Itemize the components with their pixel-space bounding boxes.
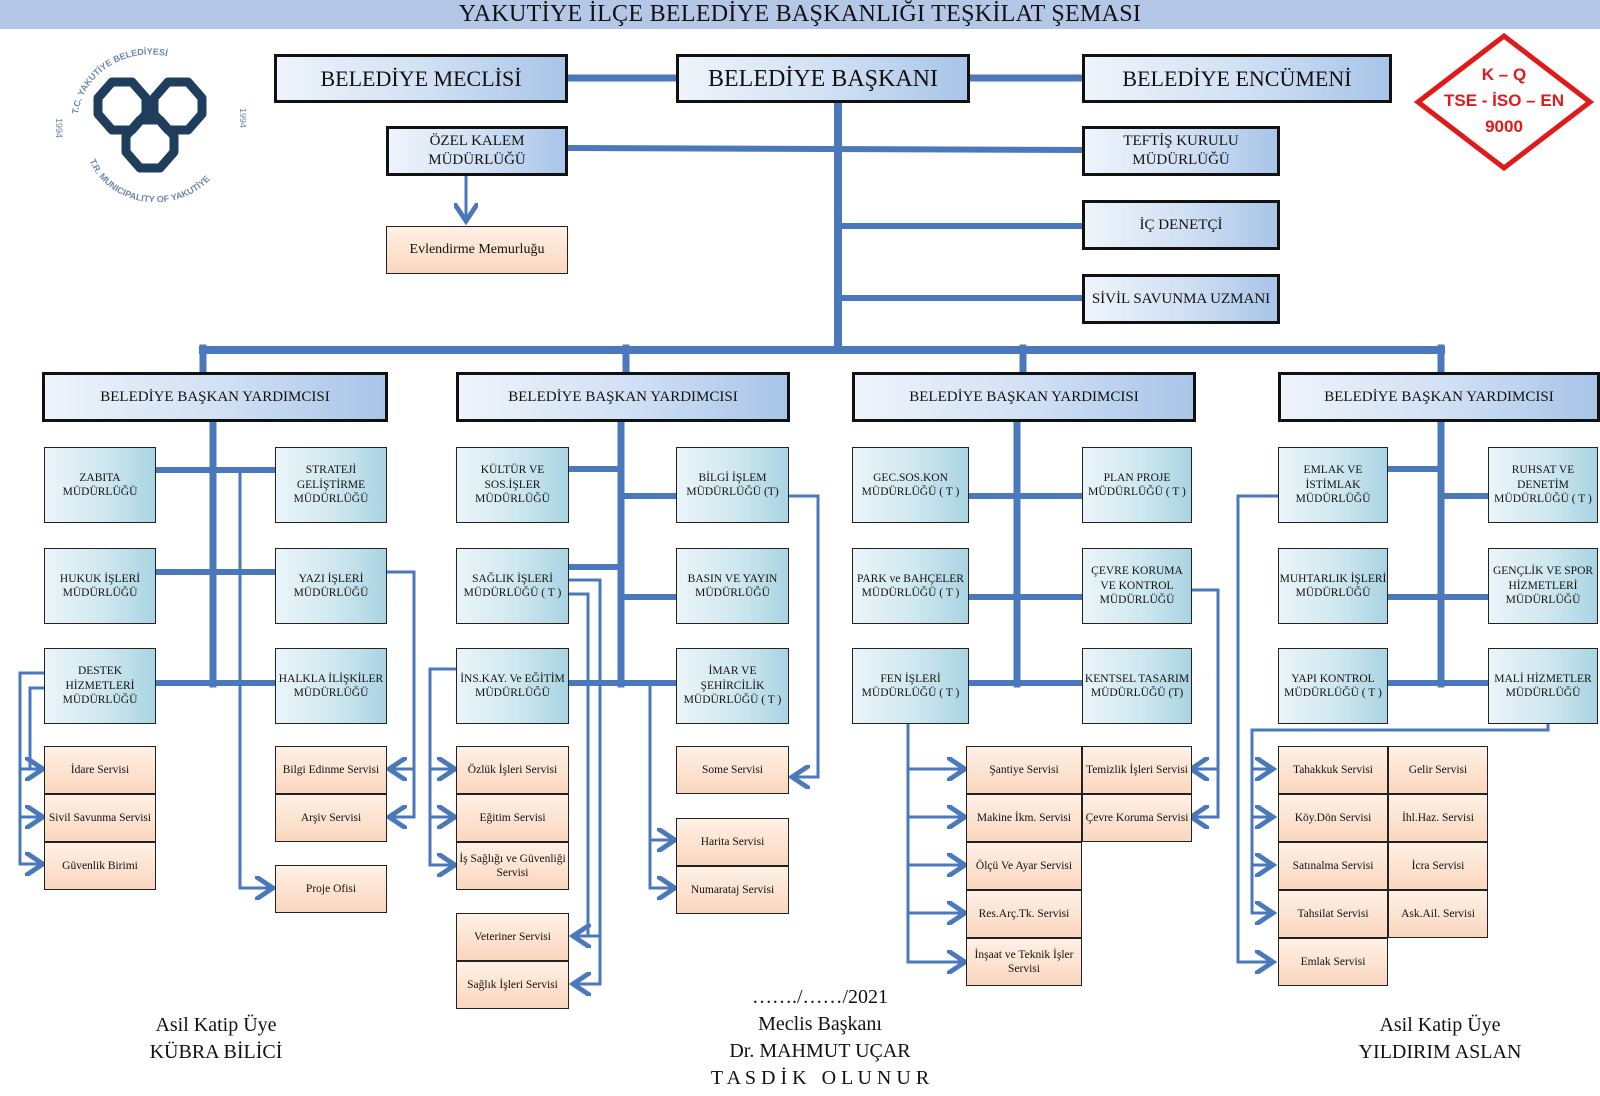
signature-right: Asil Katip Üye YILDIRIM ASLAN bbox=[1320, 1012, 1560, 1066]
idare-servisi: İdare Servisi bbox=[44, 746, 156, 794]
makine-servisi: Makine İkm. Servisi bbox=[966, 794, 1082, 842]
icra-servisi: İcra Servisi bbox=[1388, 842, 1488, 890]
genclik-box: GENÇLİK VE SPOR HİZMETLERİ MÜDÜRLÜĞÜ bbox=[1488, 548, 1598, 624]
signature-left-role: Asil Katip Üye bbox=[155, 1014, 277, 1036]
res-arc-servisi: Res.Arç.Tk. Servisi bbox=[966, 890, 1082, 938]
guvenlik-birimi: Güvenlik Birimi bbox=[44, 842, 156, 890]
harita-servisi: Harita Servisi bbox=[676, 818, 789, 866]
vice-mayor-4: BELEDİYE BAŞKAN YARDIMCISI bbox=[1278, 372, 1600, 422]
signature-right-role: Asil Katip Üye bbox=[1379, 1014, 1501, 1036]
gecsos-box: GEC.SOS.KON MÜDÜRLÜĞÜ ( T ) bbox=[852, 447, 969, 523]
yazi-isleri-box: YAZI İŞLERİ MÜDÜRLÜĞÜ bbox=[275, 548, 387, 624]
plan-proje-box: PLAN PROJE MÜDÜRLÜĞÜ ( T ) bbox=[1082, 447, 1192, 523]
logo-year-left: 1994 bbox=[56, 118, 64, 138]
saglik-isleri-servisi: Sağlık İşleri Servisi bbox=[456, 961, 569, 1009]
cevre-koruma-servisi: Çevre Koruma Servisi bbox=[1082, 794, 1192, 842]
vice-mayor-2: BELEDİYE BAŞKAN YARDIMCISI bbox=[456, 372, 790, 422]
signature-left: Asil Katip Üye KÜBRA BİLİCİ bbox=[96, 1012, 336, 1066]
ruhsat-box: RUHSAT VE DENETİM MÜDÜRLÜĞÜ ( T ) bbox=[1488, 447, 1598, 523]
signature-left-name: KÜBRA BİLİCİ bbox=[149, 1041, 283, 1063]
signature-center-name: Dr. MAHMUT UÇAR bbox=[729, 1040, 911, 1062]
imar-box: İMAR VE ŞEHİRCİLİK MÜDÜRLÜĞÜ ( T ) bbox=[676, 648, 789, 724]
ask-ail-servisi: Ask.Ail. Servisi bbox=[1388, 890, 1488, 938]
ins-kay-box: İNS.KAY. Ve EĞİTİM MÜDÜRLÜĞÜ bbox=[456, 648, 569, 724]
koy-don-servisi: Köy.Dön Servisi bbox=[1278, 794, 1388, 842]
hukuk-box: HUKUK İŞLERİ MÜDÜRLÜĞÜ bbox=[44, 548, 156, 624]
bilgi-islem-box: BİLGİ İŞLEM MÜDÜRLÜĞÜ (T) bbox=[676, 447, 789, 523]
temizlik-servisi: Temizlik İşleri Servisi bbox=[1082, 746, 1192, 794]
zabita-box: ZABITA MÜDÜRLÜĞÜ bbox=[44, 447, 156, 523]
bilgi-edinme-servisi: Bilgi Edinme Servisi bbox=[275, 746, 387, 794]
park-box: PARK ve BAHÇELER MÜDÜRLÜĞÜ ( T ) bbox=[852, 548, 969, 624]
muhtarlik-box: MUHTARLIK İŞLERİ MÜDÜRLÜĞÜ bbox=[1278, 548, 1388, 624]
fen-box: FEN İŞLERİ MÜDÜRLÜĞÜ ( T ) bbox=[852, 648, 969, 724]
badge-line1: K – Q bbox=[1482, 65, 1526, 84]
badge-line2: TSE - İSO – EN bbox=[1444, 91, 1564, 110]
egitim-servisi: Eğitim Servisi bbox=[456, 794, 569, 842]
approval-text: T A S D İ K O L U N U R bbox=[710, 1067, 930, 1089]
vice-mayor-3: BELEDİYE BAŞKAN YARDIMCISI bbox=[852, 372, 1196, 422]
santiye-servisi: Şantiye Servisi bbox=[966, 746, 1082, 794]
saglik-box: SAĞLIK İŞLERİ MÜDÜRLÜĞÜ ( T ) bbox=[456, 548, 569, 624]
arsiv-servisi: Arşiv Servisi bbox=[275, 794, 387, 842]
tahsilat-servisi: Tahsilat Servisi bbox=[1278, 890, 1388, 938]
badge-line3: 9000 bbox=[1485, 117, 1523, 136]
is-sagligi-servisi: İş Sağlığı ve Güvenliği Servisi bbox=[456, 842, 569, 890]
some-servisi: Some Servisi bbox=[676, 746, 789, 794]
municipality-logo: T.C. YAKUTİYE BELEDİYESİ T.R. MUNICIPALI… bbox=[56, 47, 246, 202]
kentsel-box: KENTSEL TASARIM MÜDÜRLÜĞÜ (T) bbox=[1082, 648, 1192, 724]
ozluk-servisi: Özlük İşleri Servisi bbox=[456, 746, 569, 794]
gelir-servisi: Gelir Servisi bbox=[1388, 746, 1488, 794]
ozel-kalem-box: ÖZEL KALEM MÜDÜRLÜĞÜ bbox=[386, 126, 568, 176]
emlak-box: EMLAK VE İSTİMLAK MÜDÜRLÜĞÜ bbox=[1278, 447, 1388, 523]
tahakkuk-servisi: Tahakkuk Servisi bbox=[1278, 746, 1388, 794]
cevre-box: ÇEVRE KORUMA VE KONTROL MÜDÜRLÜĞÜ bbox=[1082, 548, 1192, 624]
signature-right-name: YILDIRIM ASLAN bbox=[1358, 1041, 1522, 1063]
destek-box: DESTEK HİZMETLERİ MÜDÜRLÜĞÜ bbox=[44, 648, 156, 724]
baskan-box: BELEDİYE BAŞKANI bbox=[676, 54, 970, 103]
insaat-servisi: İnşaat ve Teknik İşler Servisi bbox=[966, 938, 1082, 986]
tse-iso-badge: K – Q TSE - İSO – EN 9000 bbox=[1414, 32, 1594, 172]
page-title: YAKUTİYE İLÇE BELEDİYE BAŞKANLIĞI TEŞKİL… bbox=[0, 0, 1600, 29]
logo-year-right: 1994 bbox=[238, 108, 246, 128]
mali-box: MALİ HİZMETLER MÜDÜRLÜĞÜ bbox=[1488, 648, 1598, 724]
veteriner-servisi: Veteriner Servisi bbox=[456, 913, 569, 961]
yapi-kontrol-box: YAPI KONTROL MÜDÜRLÜĞÜ ( T ) bbox=[1278, 648, 1388, 724]
signature-center: ……./……/2021 Meclis Başkanı Dr. MAHMUT UÇ… bbox=[660, 984, 980, 1092]
ihl-haz-servisi: İhl.Haz. Servisi bbox=[1388, 794, 1488, 842]
vice-mayor-1: BELEDİYE BAŞKAN YARDIMCISI bbox=[42, 372, 388, 422]
emlak-servisi: Emlak Servisi bbox=[1278, 938, 1388, 986]
sivil-savunma-uzmani-box: SİVİL SAVUNMA UZMANI bbox=[1082, 274, 1280, 324]
signature-center-role: Meclis Başkanı bbox=[758, 1013, 882, 1035]
ic-denetci-box: İÇ DENETÇİ bbox=[1082, 200, 1280, 250]
numarataj-servisi: Numarataj Servisi bbox=[676, 866, 789, 914]
halkla-box: HALKLA İLİŞKİLER MÜDÜRLÜĞÜ bbox=[275, 648, 387, 724]
signature-date: ……./……/2021 bbox=[751, 986, 889, 1008]
teftis-box: TEFTİŞ KURULU MÜDÜRLÜĞÜ bbox=[1082, 126, 1280, 176]
satinalma-servisi: Satınalma Servisi bbox=[1278, 842, 1388, 890]
strateji-box: STRATEJİ GELİŞTİRME MÜDÜRLÜĞÜ bbox=[275, 447, 387, 523]
proje-ofisi: Proje Ofisi bbox=[275, 865, 387, 913]
kultur-box: KÜLTÜR VE SOS.İŞLER MÜDÜRLÜĞÜ bbox=[456, 447, 569, 523]
olcu-ayar-servisi: Ölçü Ve Ayar Servisi bbox=[966, 842, 1082, 890]
meclis-box: BELEDİYE MECLİSİ bbox=[274, 54, 568, 103]
evlendirme-box: Evlendirme Memurluğu bbox=[386, 226, 568, 274]
encumen-box: BELEDİYE ENCÜMENİ bbox=[1082, 54, 1392, 103]
sivil-savunma-servisi: Sivil Savunma Servisi bbox=[44, 794, 156, 842]
basin-box: BASIN VE YAYIN MÜDÜRLÜĞÜ bbox=[676, 548, 789, 624]
